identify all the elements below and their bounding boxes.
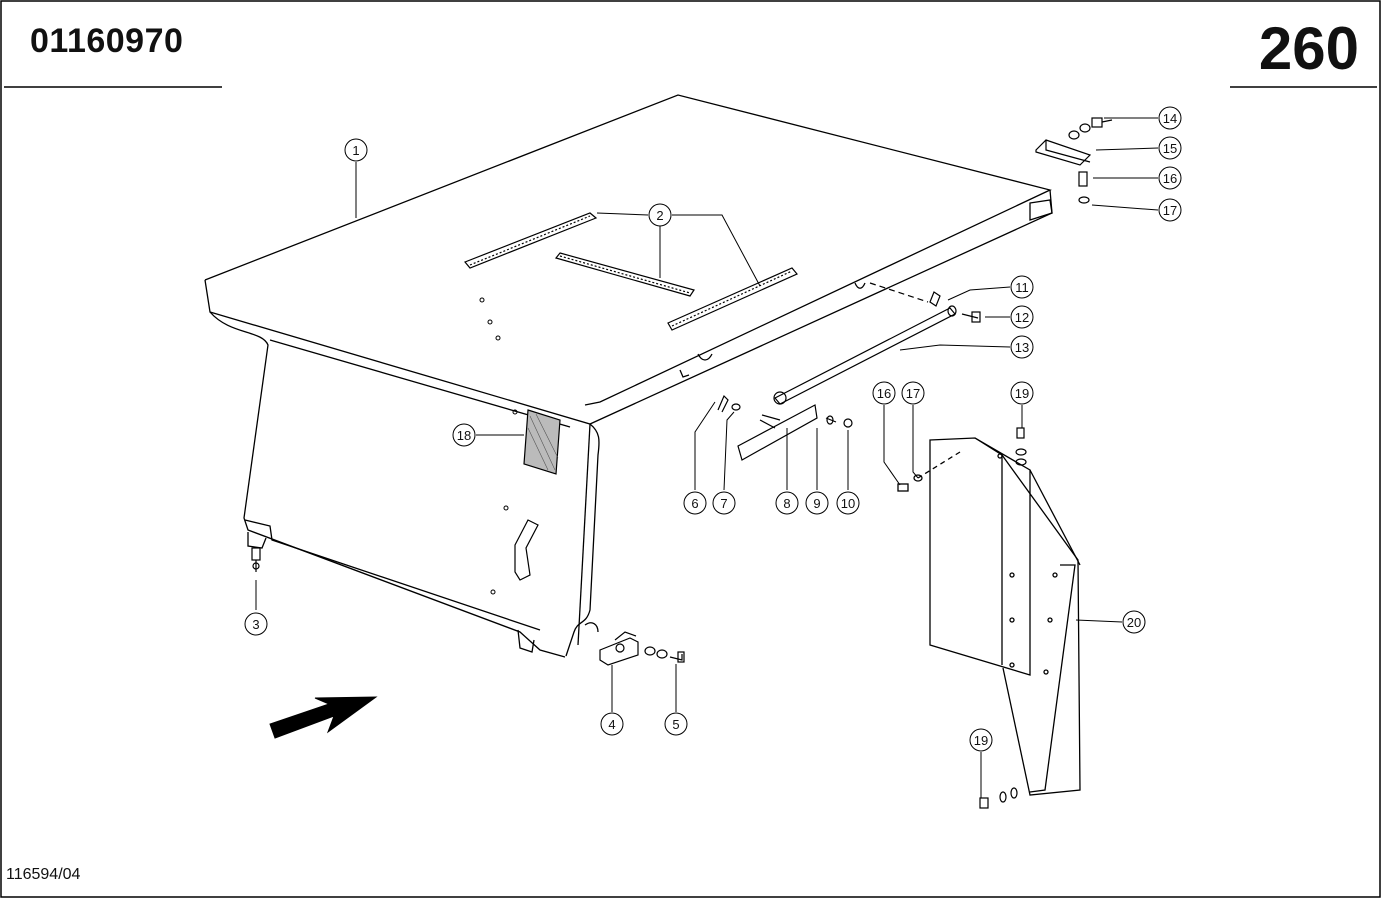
page-number: 260 — [1258, 15, 1359, 82]
svg-text:17: 17 — [1163, 203, 1177, 218]
callout-18: 18 — [452, 423, 476, 447]
corner-bracket-hardware — [1035, 117, 1113, 204]
svg-text:8: 8 — [783, 496, 790, 511]
support-rod — [773, 282, 981, 405]
callout-11: 11 — [1010, 275, 1034, 299]
svg-text:13: 13 — [1015, 340, 1029, 355]
svg-text:6: 6 — [691, 496, 698, 511]
document-number: 01160970 — [30, 22, 184, 60]
front-direction-arrow — [269, 696, 378, 739]
callout-14: 14 — [1158, 106, 1182, 130]
svg-text:19: 19 — [974, 733, 988, 748]
svg-text:14: 14 — [1163, 111, 1177, 126]
table-top-assembly — [204, 94, 1053, 658]
callout-13: 13 — [1010, 335, 1034, 359]
callout-1: 1 — [344, 138, 368, 162]
callout-16-lower: 16 — [872, 381, 896, 405]
callout-6: 6 — [683, 491, 707, 515]
callout-19-lower: 19 — [969, 728, 993, 752]
svg-text:3: 3 — [252, 617, 259, 632]
callout-3: 3 — [244, 612, 268, 636]
panel-screws — [979, 427, 1027, 809]
clip-and-bar-hardware — [717, 394, 853, 461]
svg-text:18: 18 — [457, 428, 471, 443]
svg-text:17: 17 — [906, 386, 920, 401]
callout-7: 7 — [712, 491, 736, 515]
svg-text:10: 10 — [841, 496, 855, 511]
label-plate — [523, 409, 561, 475]
svg-text:16: 16 — [1163, 171, 1177, 186]
callout-2: 2 — [648, 203, 672, 227]
svg-text:2: 2 — [656, 208, 663, 223]
extension-side-panel — [897, 437, 1081, 796]
callout-9: 9 — [805, 491, 829, 515]
svg-text:9: 9 — [813, 496, 820, 511]
mitre-slots — [464, 212, 798, 331]
svg-text:4: 4 — [608, 717, 615, 732]
callout-4: 4 — [600, 712, 624, 736]
callout-16: 16 — [1158, 166, 1182, 190]
svg-text:12: 12 — [1015, 310, 1029, 325]
callout-10: 10 — [836, 491, 860, 515]
callout-19-upper: 19 — [1010, 381, 1034, 405]
svg-text:5: 5 — [672, 717, 679, 732]
svg-text:1: 1 — [352, 143, 359, 158]
leader-lines — [255, 117, 1159, 798]
hinge-bracket — [599, 631, 685, 666]
svg-text:15: 15 — [1163, 141, 1177, 156]
svg-text:11: 11 — [1015, 280, 1029, 295]
callout-12: 12 — [1010, 305, 1034, 329]
drawing-code: 116594/04 — [6, 866, 81, 883]
callout-17: 17 — [1158, 198, 1182, 222]
callout-8: 8 — [775, 491, 799, 515]
switch-bracket — [514, 519, 539, 581]
svg-text:16: 16 — [877, 386, 891, 401]
mounting-holes — [479, 297, 518, 595]
foot-screw — [251, 547, 261, 572]
svg-text:20: 20 — [1127, 615, 1141, 630]
callout-17-lower: 17 — [901, 381, 925, 405]
svg-text:19: 19 — [1015, 386, 1029, 401]
svg-text:7: 7 — [720, 496, 727, 511]
callout-20: 20 — [1122, 610, 1146, 634]
callout-5: 5 — [664, 712, 688, 736]
callout-markers: 1 2 3 4 5 6 7 8 9 10 11 12 13 14 15 16 1… — [244, 106, 1182, 752]
callout-15: 15 — [1158, 136, 1182, 160]
